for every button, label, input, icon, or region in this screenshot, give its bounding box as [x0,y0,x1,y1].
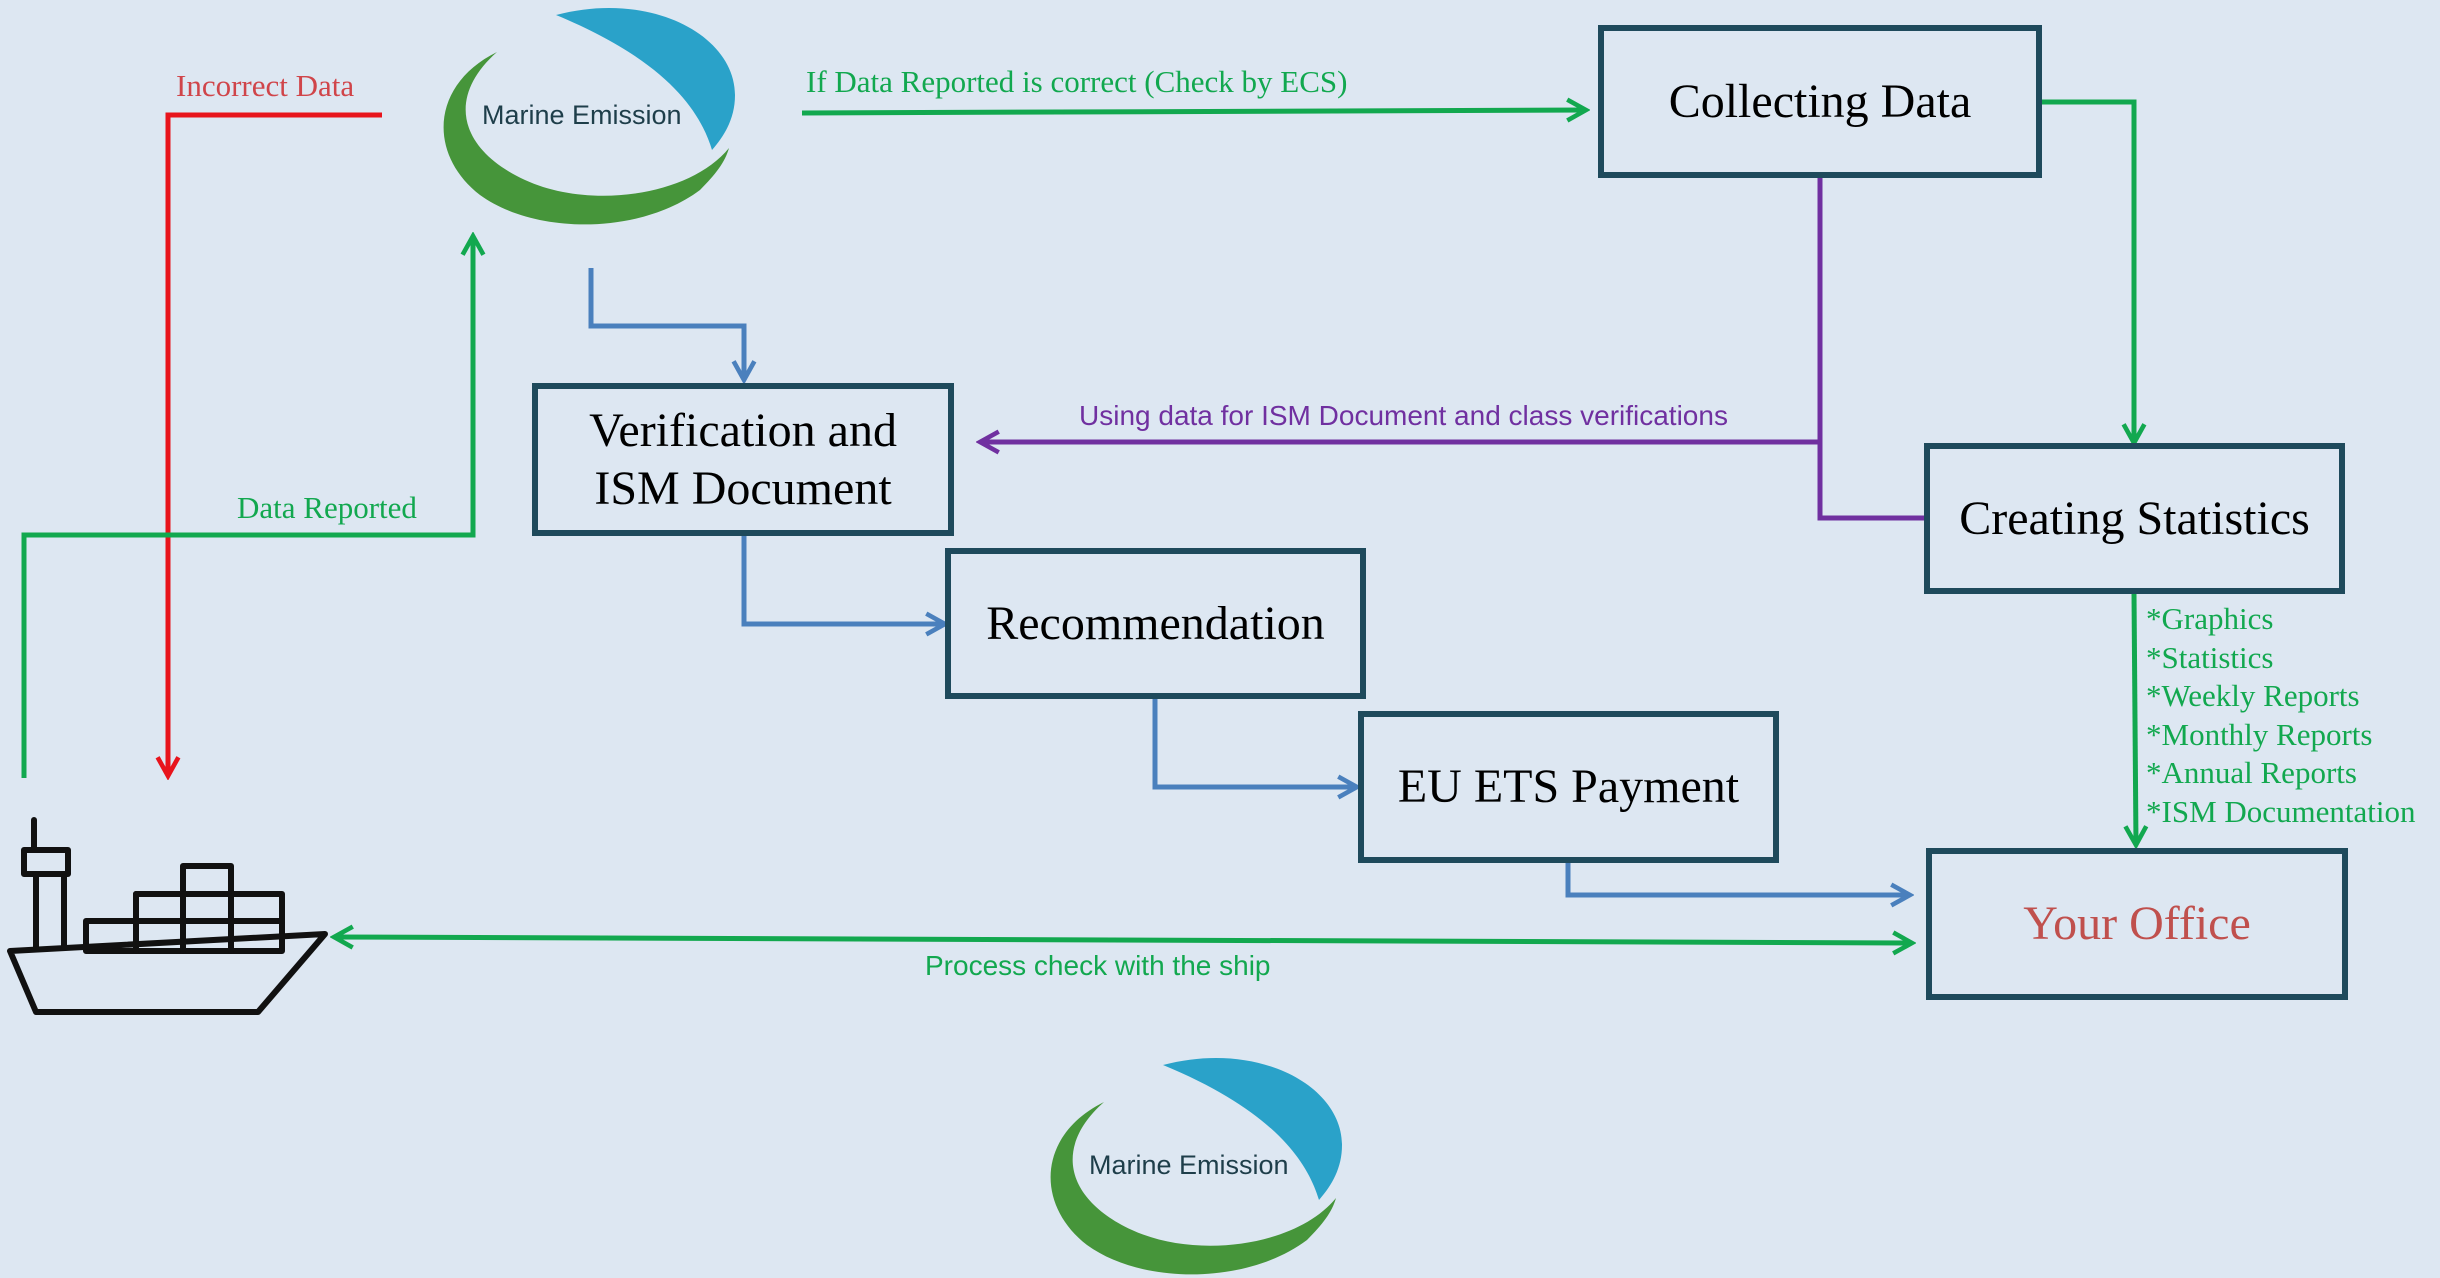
data-reported-label: Data Reported [237,490,417,525]
ets-to-office-connector [1565,863,1910,895]
output-item: *Monthly Reports [2146,716,2373,752]
eu-ets-payment-label: EU ETS Payment [1397,760,1740,814]
cargo-ship-icon [7,817,328,1015]
verification-label-line2: ISM Document [594,461,892,515]
collecting-to-statistics-purple-connector [1817,178,1926,521]
recommendation-label: Recommendation [986,596,1325,650]
output-item: *Statistics [2146,639,2274,675]
data-reported-connector [21,236,473,778]
incorrect-data-label: Incorrect Data [176,68,355,103]
creating-statistics-label: Creating Statistics [1959,491,2310,545]
correct-data-connector [801,110,1586,113]
verification-box: Verification and ISM Document [532,383,954,536]
logo-bottom-text: Marine Emission [1089,1150,1289,1180]
output-item: *Graphics [2146,601,2274,636]
collecting-data-box: Collecting Data [1598,25,2042,178]
collecting-data-label: Collecting Data [1668,74,1972,128]
creating-statistics-box: Creating Statistics [1924,443,2345,594]
logo-top-text: Marine Emission [482,100,682,130]
recommendation-box: Recommendation [945,548,1366,699]
marine-emission-logo-bottom: Marine Emission [1050,1057,1342,1275]
verification-label-line1: Verification and [589,403,897,457]
eu-ets-payment-box: EU ETS Payment [1358,711,1779,863]
your-office-box: Your Office [1926,848,2348,1000]
process-check-label: Process check with the ship [925,950,1271,981]
output-item: *Annual Reports [2146,755,2357,790]
statistics-outputs-list: *Graphics *Statistics *Weekly Reports *M… [2146,600,2416,831]
ism-usage-label: Using data for ISM Document and class ve… [1079,400,1728,431]
logo-to-verification-connector [588,268,744,380]
process-check-connector [334,937,1912,943]
correct-data-label: If Data Reported is correct (Check by EC… [806,64,1348,99]
incorrect-data-connector [168,112,382,776]
statistics-to-office-connector [2134,593,2136,845]
recommendation-to-ets-connector [1152,699,1357,787]
collecting-to-statistics-connector [2042,99,2134,443]
output-item: *ISM Documentation [2146,793,2416,829]
marine-emission-logo-top: Marine Emission [443,7,735,225]
output-item: *Weekly Reports [2146,678,2360,713]
verification-to-recommendation-connector [741,536,945,624]
your-office-label: Your Office [2023,897,2251,951]
